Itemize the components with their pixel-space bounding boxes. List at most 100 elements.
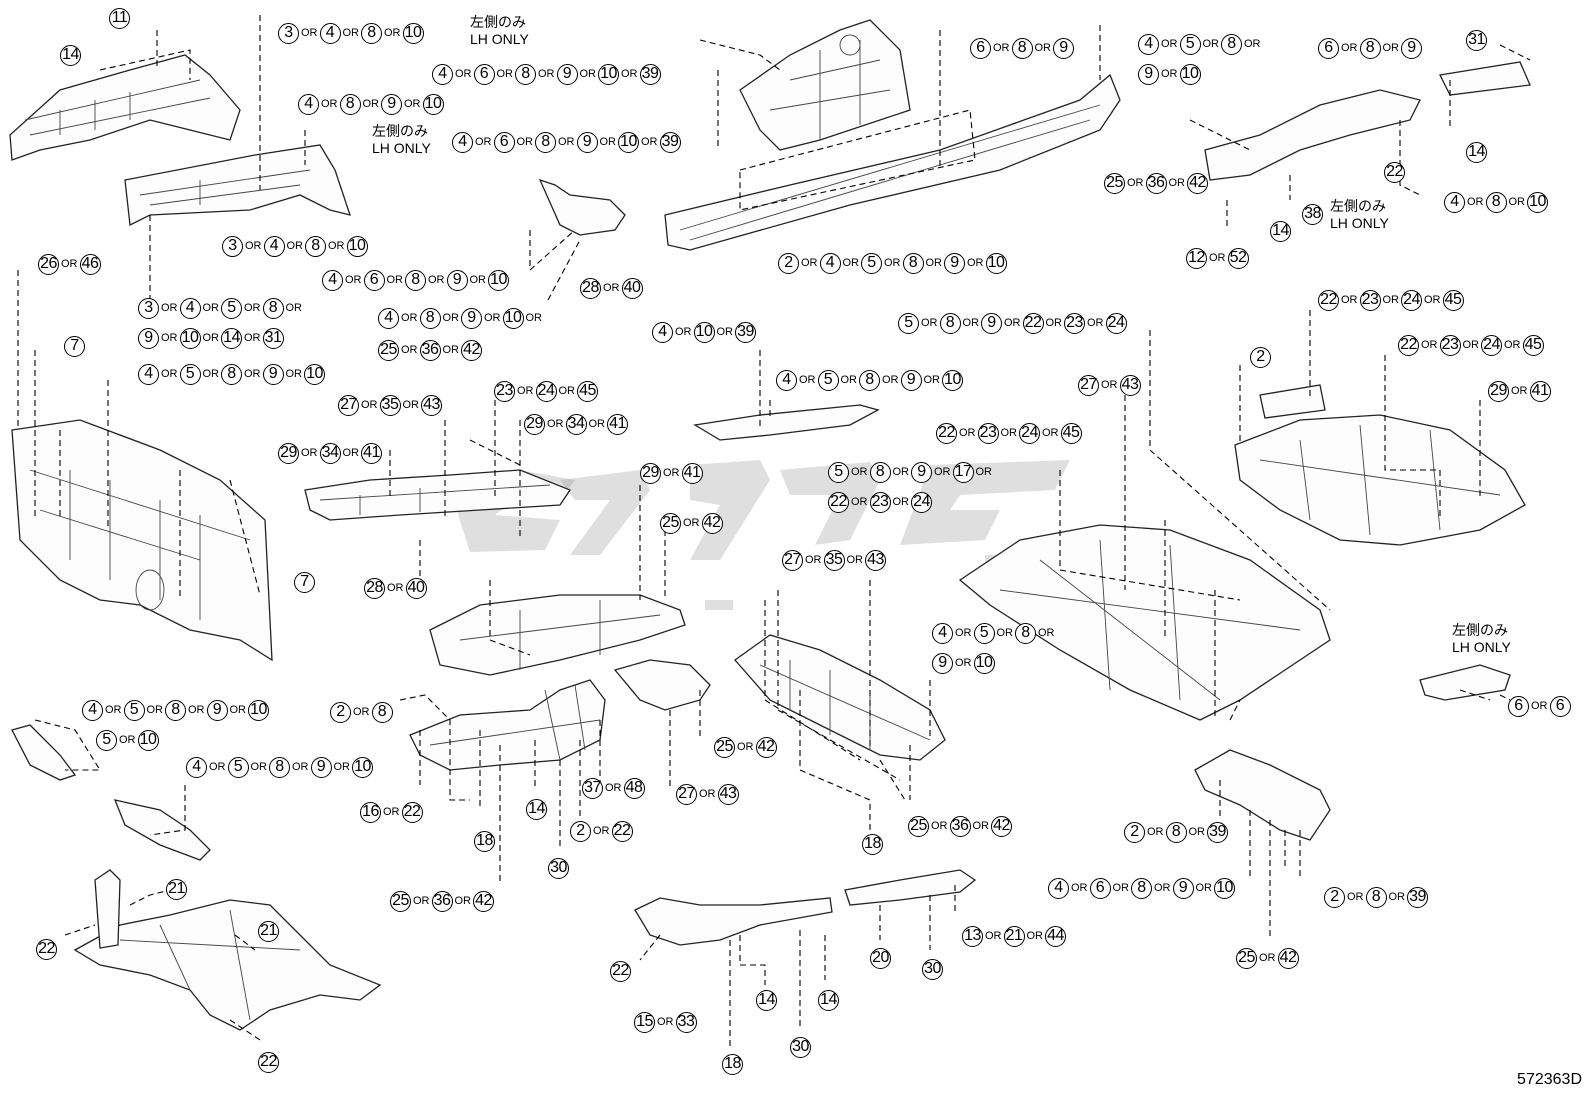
part-callout[interactable]: 14 [756, 988, 777, 1012]
part-callout[interactable]: 2 [1250, 345, 1271, 369]
part-callout[interactable]: 22 [1384, 160, 1405, 184]
part-callout[interactable]: 18 [474, 829, 495, 853]
part-callout[interactable]: 31 [1466, 28, 1487, 52]
part-number-circle: 10 [422, 93, 444, 115]
or-separator: OR [1101, 379, 1118, 391]
part-callout[interactable]: 38 [1302, 202, 1323, 226]
or-separator: OR [413, 895, 430, 907]
part-number-circle: 35 [823, 549, 845, 571]
part-callout[interactable]: 30 [548, 856, 569, 880]
or-separator: OR [1154, 882, 1171, 894]
part-callout[interactable]: 11 [109, 6, 130, 30]
part-callout[interactable]: 14 [818, 988, 839, 1012]
or-separator: OR [1508, 196, 1526, 208]
or-separator: OR [1112, 882, 1130, 894]
part-callout[interactable]: 21 [258, 919, 279, 943]
part-callout[interactable]: 21 [166, 877, 187, 901]
part-callout[interactable]: 14 [1466, 140, 1487, 164]
part-callout[interactable]: 30 [922, 957, 943, 981]
part-number-circle: 2 [778, 252, 799, 274]
part-callout[interactable]: 14 [526, 797, 547, 821]
part-number-circle: 4 [1444, 191, 1465, 213]
part-callout[interactable]: 22 [258, 1050, 279, 1074]
part-callout[interactable]: 18 [862, 832, 883, 856]
part-callout[interactable]: 30 [790, 1035, 811, 1059]
part-callout[interactable]: 7 [64, 334, 85, 358]
part-callout[interactable]: 14 [60, 43, 81, 67]
part-callout[interactable]: 22 [36, 937, 57, 961]
part-number-circle: 45 [1442, 289, 1464, 311]
or-separator: OR [675, 326, 692, 338]
part-callout[interactable]: 7 [294, 570, 315, 594]
part-callout[interactable]: 18 [722, 1052, 743, 1076]
part-callout[interactable]: 14 [1270, 219, 1291, 243]
part-number-circle: 24 [1481, 334, 1502, 356]
part-callout[interactable]: 22 [610, 959, 631, 983]
or-separator: OR [292, 761, 309, 773]
part-callout[interactable]: 20 [870, 946, 891, 970]
part-number-circle: 41 [681, 462, 703, 484]
